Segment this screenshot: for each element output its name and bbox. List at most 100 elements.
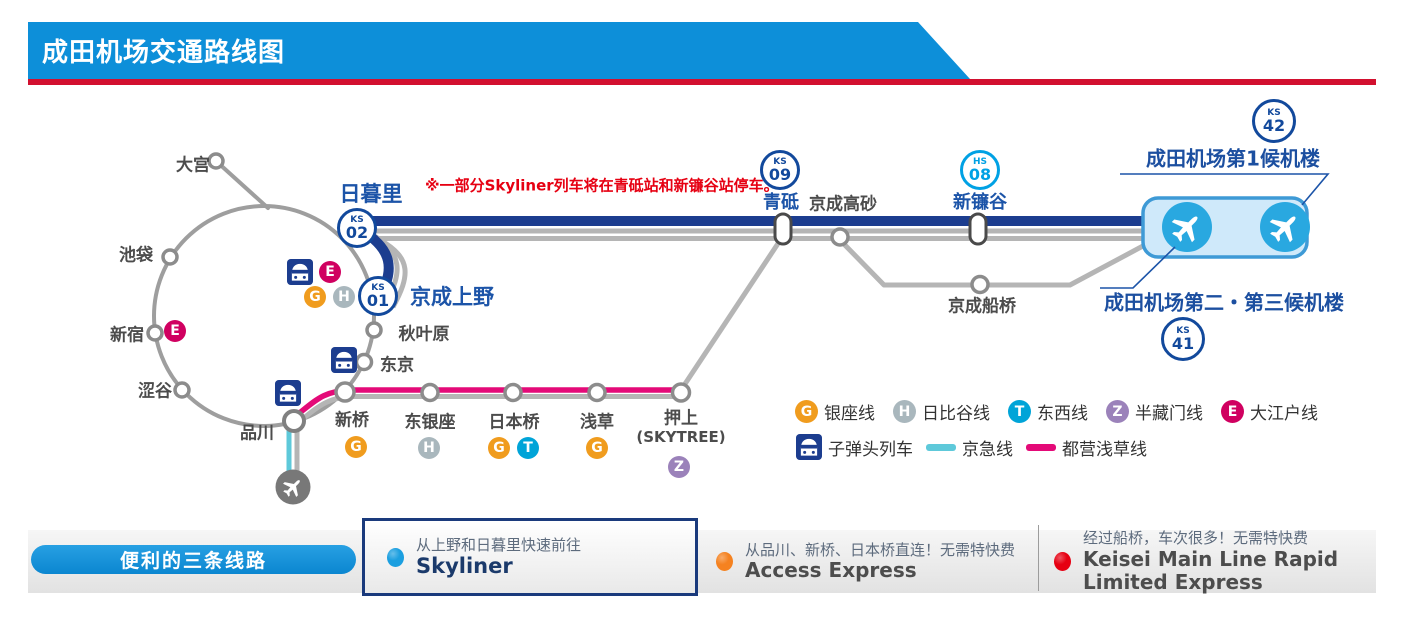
metro-line-badge: G xyxy=(488,437,510,459)
keisei-desc: 经过船桥，车次很多！无需特快费 xyxy=(1083,529,1309,548)
access-express-dot-icon xyxy=(716,552,733,571)
keisei-title: Keisei Main Line Rapid Limited Express xyxy=(1083,546,1339,594)
station-label: 新宿 xyxy=(110,325,144,346)
station-label: 东京 xyxy=(380,355,414,376)
keisei-dot-icon xyxy=(1054,552,1071,571)
station-label: 成田机场第1候机楼 xyxy=(1146,146,1320,171)
metro-line-badge: Z xyxy=(1106,400,1129,423)
legend-rail-row: 子弹头列车 京急线 都营浅草线 xyxy=(796,434,1147,460)
legend-label: 日比谷线 xyxy=(922,404,990,424)
access-express-title: Access Express xyxy=(745,558,917,583)
legend-label: 银座线 xyxy=(824,404,875,424)
legend-item: G 银座线 xyxy=(795,399,875,424)
route-card-access-express[interactable]: 从品川、新桥、日本桥直连！无需特快费 Access Express xyxy=(706,530,1042,593)
keikyu-line-swatch xyxy=(926,443,956,451)
metro-line-badge: T xyxy=(1008,400,1031,423)
station-label: 京成上野 xyxy=(410,285,494,309)
shinkansen-icon xyxy=(287,259,313,285)
skyliner-title: Skyliner xyxy=(416,554,513,579)
station-akihabara xyxy=(365,321,383,339)
station-shinagawa xyxy=(282,409,306,433)
legend-asakusa-label: 都营浅草线 xyxy=(1062,439,1147,460)
station-label: 日暮里 xyxy=(339,182,403,206)
legend-item: E 大江户线 xyxy=(1221,399,1318,424)
legend-shinkansen: 子弹头列车 xyxy=(796,434,913,460)
station-omiya xyxy=(207,152,225,170)
station-label: 东银座 xyxy=(404,412,456,433)
station-label: 池袋 xyxy=(119,245,153,266)
legend-item: H 日比谷线 xyxy=(893,399,990,424)
metro-line-badge: G xyxy=(345,436,367,458)
station-label: 大宫 xyxy=(176,155,210,176)
metro-line-badge: H xyxy=(893,400,916,423)
station-asakusa xyxy=(587,382,607,403)
station-label: 秋叶原 xyxy=(398,324,450,345)
metro-line-badge: G xyxy=(795,400,818,423)
station-ikebukuro xyxy=(161,248,179,266)
station-shinkamagaya xyxy=(968,212,988,246)
route-card-skyliner[interactable]: 从上野和日暮里快速前往 Skyliner xyxy=(362,518,698,596)
metro-line-badge: E xyxy=(1221,400,1244,423)
station-tokyo xyxy=(354,352,374,372)
station-label: 日本桥 xyxy=(488,412,540,433)
legend-asakusa: 都营浅草线 xyxy=(1026,435,1147,460)
station-shinjuku xyxy=(146,324,164,342)
access-express-desc: 从品川、新桥、日本桥直连！无需特快费 xyxy=(745,540,1016,559)
skyliner-dot-icon xyxy=(387,547,404,567)
station-label: 京成船桥 xyxy=(948,296,1016,317)
skyliner-stop-note: ※一部分Skyliner列车将在青砥站和新镰谷站停车。 xyxy=(425,176,779,195)
terminal23-callout-line xyxy=(1100,246,1176,289)
station-label: 新桥 xyxy=(335,410,369,431)
metro-line-badge: E xyxy=(319,261,341,283)
route-card-keisei-main-line[interactable]: 经过船桥，车次很多！无需特快费 Keisei Main Line Rapid L… xyxy=(1044,529,1384,594)
metro-line-badge: E xyxy=(164,320,186,342)
station-takasago xyxy=(830,227,850,247)
station-label: (SKYTREE) xyxy=(636,428,726,446)
station-nihombashi xyxy=(503,382,523,403)
legend-keikyu-label: 京急线 xyxy=(962,439,1013,460)
station-oshiage xyxy=(670,382,692,403)
legend-label: 大江户线 xyxy=(1250,404,1318,424)
airplane-icon xyxy=(1171,216,1198,243)
station-label: 青砥 xyxy=(763,192,799,213)
header-divider xyxy=(28,79,1376,85)
metro-line-badge: G xyxy=(586,437,608,459)
keisei-main-branch-line xyxy=(838,238,1145,288)
station-funabashi xyxy=(970,274,990,295)
station-aoto xyxy=(773,212,793,246)
legend-item: Z 半藏门线 xyxy=(1106,399,1203,424)
metro-line-badge: T xyxy=(517,437,539,459)
legend-label: 半藏门线 xyxy=(1135,404,1203,424)
shinkansen-icon xyxy=(275,380,301,406)
metro-line-badge: H xyxy=(418,437,440,459)
asakusa-line-swatch xyxy=(1026,443,1056,451)
metro-line-badge: G xyxy=(304,286,326,308)
legend-shinkansen-label: 子弹头列车 xyxy=(828,439,913,460)
station-label: 京成高砂 xyxy=(809,194,877,215)
station-label: 浅草 xyxy=(580,412,614,433)
three-routes-pill: 便利的三条线路 xyxy=(31,545,356,574)
station-shibuya xyxy=(173,381,191,399)
airplane-icon xyxy=(283,480,300,497)
station-label: 新镰谷 xyxy=(953,192,1007,213)
station-label: 品川 xyxy=(240,423,274,444)
legend-keikyu: 京急线 xyxy=(926,435,1013,460)
shinkansen-icon xyxy=(796,434,822,460)
terminal1-callout-line xyxy=(1120,173,1330,206)
skyliner-desc: 从上野和日暮里快速前往 xyxy=(416,535,582,554)
station-label: 涩谷 xyxy=(138,381,172,402)
station-higashiginza xyxy=(420,382,440,403)
card-divider xyxy=(1038,525,1039,591)
shinkansen-icon xyxy=(331,347,357,373)
airplane-icon xyxy=(1269,216,1296,243)
metro-line-badge: Z xyxy=(668,456,690,478)
